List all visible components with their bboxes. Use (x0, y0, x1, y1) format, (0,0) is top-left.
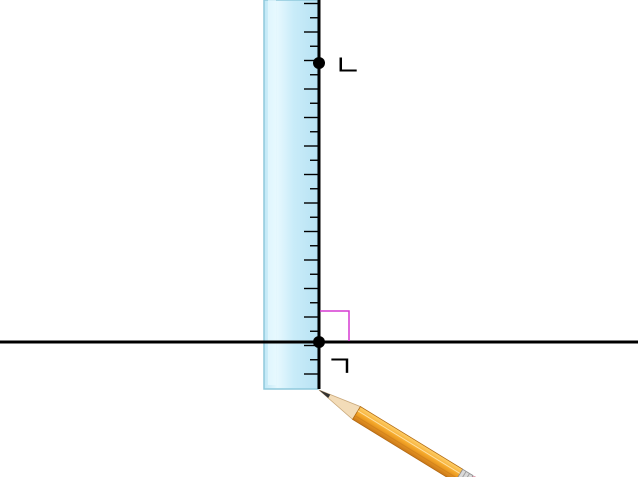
point-top (313, 57, 325, 69)
pencil-ferrule-line (457, 471, 467, 477)
right-angle-marker (320, 310, 350, 341)
pencil-facet (357, 410, 461, 474)
pencil-facet-2 (354, 415, 458, 477)
label-top-point: ㄴ (334, 49, 362, 84)
pencil-graphite (319, 390, 331, 398)
pencil-tip-wood (318, 389, 362, 420)
ruler-inner-edge (268, 0, 276, 385)
ruler-icon (263, 0, 319, 390)
pencil-ferrule-line-2 (461, 473, 470, 477)
pencil-ferrule (454, 468, 474, 477)
point-bottom (313, 336, 325, 348)
pencil-icon (318, 389, 481, 477)
label-bottom-point: ㄱ (326, 350, 354, 385)
